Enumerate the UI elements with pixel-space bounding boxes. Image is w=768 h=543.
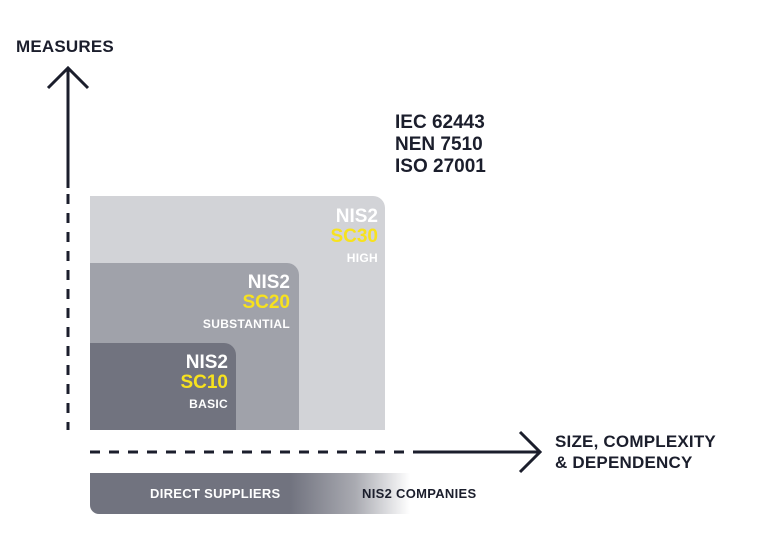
standard-item: IEC 62443 bbox=[395, 112, 485, 133]
level-name: NIS2 bbox=[185, 352, 228, 373]
scope-bar bbox=[90, 473, 410, 514]
level-box-basic bbox=[90, 343, 236, 430]
level-tier: HIGH bbox=[346, 251, 378, 265]
y-axis-arrow bbox=[46, 65, 90, 430]
level-label-basic: NIS2 SC10 BASIC bbox=[180, 353, 228, 412]
standard-item: ISO 27001 bbox=[395, 156, 486, 177]
standards-list: IEC 62443 NEN 7510 ISO 27001 bbox=[395, 112, 505, 178]
level-label-high: NIS2 SC30 HIGH bbox=[330, 207, 378, 266]
level-tier: BASIC bbox=[189, 397, 228, 411]
x-axis-label-line1: SIZE, COMPLEXITY bbox=[555, 432, 716, 451]
level-label-substantial: NIS2 SC20 SUBSTANTIAL bbox=[203, 273, 290, 332]
level-name: NIS2 bbox=[335, 206, 378, 227]
scope-label-direct-suppliers: DIRECT SUPPLIERS bbox=[150, 486, 281, 501]
level-code: SC10 bbox=[180, 372, 228, 393]
level-code: SC20 bbox=[242, 292, 290, 313]
level-code: SC30 bbox=[330, 226, 378, 247]
x-axis-arrow bbox=[90, 430, 543, 474]
y-axis-label: MEASURES bbox=[16, 37, 114, 56]
scope-label-nis2-companies: NIS2 COMPANIES bbox=[362, 486, 477, 501]
x-axis-label-line2: & DEPENDENCY bbox=[555, 453, 693, 472]
x-axis-label: SIZE, COMPLEXITY & DEPENDENCY bbox=[555, 431, 716, 473]
standard-item: NEN 7510 bbox=[395, 134, 483, 155]
level-name: NIS2 bbox=[247, 272, 290, 293]
level-tier: SUBSTANTIAL bbox=[202, 317, 290, 331]
